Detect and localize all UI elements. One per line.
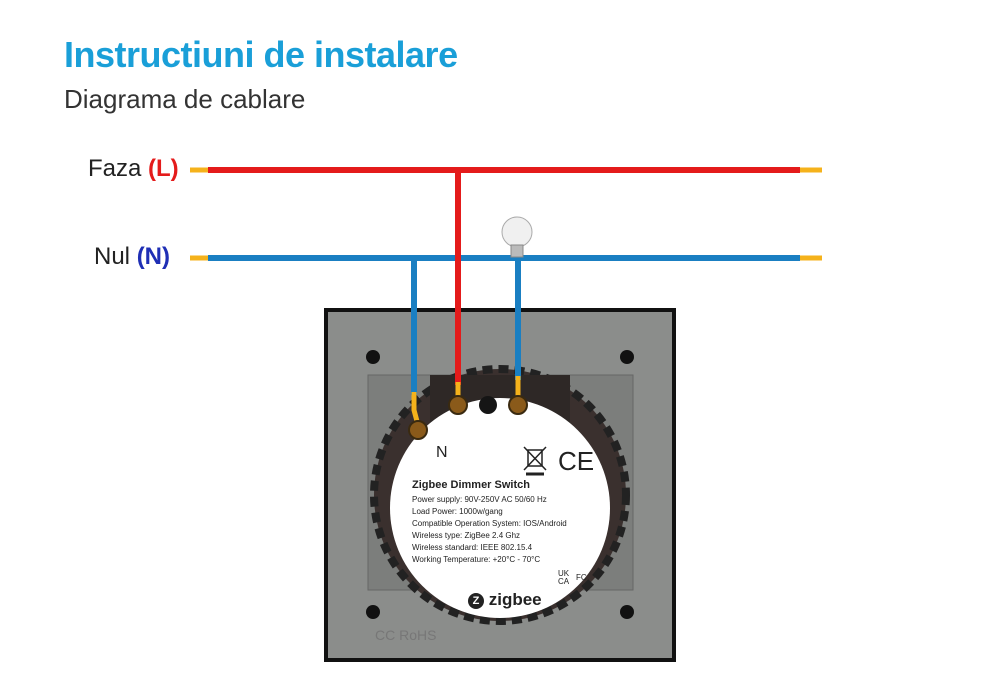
zigbee-text: zigbee: [488, 590, 542, 609]
label-disc: [390, 398, 610, 618]
spec-line: Power supply: 90V-250V AC 50/60 Hz: [412, 495, 547, 504]
neutral-code: (N): [136, 243, 171, 270]
phase-label-text: Faza: [88, 155, 142, 182]
spec-line: Working Temperature: +20°C - 70°C: [412, 555, 541, 564]
spec-line: Load Power: 1000w/gang: [412, 507, 503, 516]
page-title: Instructiuni de instalare: [64, 34, 458, 75]
light-bulb-icon: [501, 216, 533, 258]
device-name: Zigbee Dimmer Switch: [412, 479, 530, 491]
terminal-l-label: L: [454, 426, 463, 443]
device-specs: Power supply: 90V-250V AC 50/60 Hz Load …: [412, 494, 567, 566]
fc-mark: FC: [576, 573, 587, 582]
phase-label: Faza (L): [88, 155, 179, 183]
terminal-l1-label: L1: [509, 426, 527, 443]
terminal-n-label: N: [436, 444, 448, 461]
mount-holes: [366, 350, 634, 619]
spec-line: Compatible Operation System: IOS/Android: [412, 519, 567, 528]
zigbee-logo: Z zigbee: [468, 590, 542, 610]
zigbee-icon: Z: [468, 592, 484, 609]
spec-line: Wireless standard: IEEE 802.15.4: [412, 543, 533, 552]
weee-bin-icon: [523, 446, 547, 476]
neutral-label: Nul (N): [94, 243, 170, 271]
ce-mark: CE: [558, 446, 595, 476]
phase-code: (L): [148, 155, 179, 182]
ukca-mark: UK CA: [558, 569, 570, 586]
neutral-label-text: Nul: [94, 243, 131, 270]
plate-mark: CC RoHS: [375, 627, 436, 643]
spec-line: Wireless type: ZigBee 2.4 Ghz: [412, 531, 521, 540]
terminal-screws: [408, 395, 528, 440]
page-subtitle: Diagrama de cablare: [64, 84, 306, 114]
